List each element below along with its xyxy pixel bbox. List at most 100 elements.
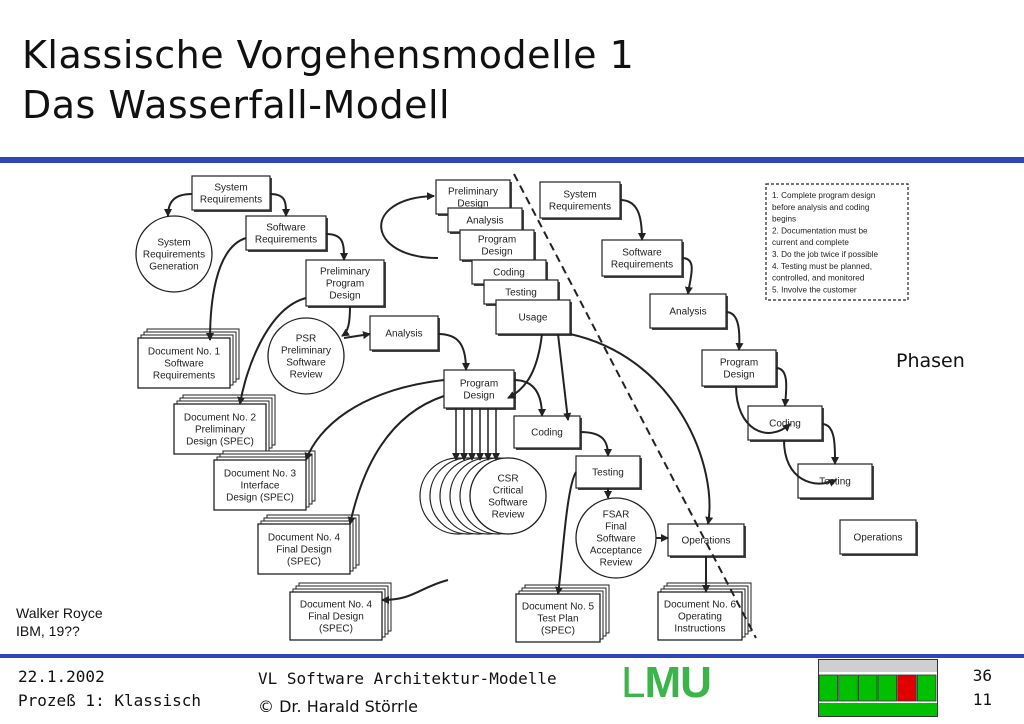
arrow-progdesign-doc3 [304,379,445,461]
document-1-text: Requirements [153,371,215,382]
stack-card-2-text: Program [478,235,516,246]
box-program-design-text: Program [460,379,498,390]
document-6-text: Test Plan [537,614,578,625]
document-2-text: Design (SPEC) [186,437,254,448]
phase-arrow-back-1 [735,385,791,434]
circle-fsar-text: Final [605,522,627,533]
phase-0-text: System [563,190,596,201]
progress-bottom-bar [819,703,937,716]
footer-author: © Dr. Harald Störrle [258,697,418,716]
box-program-design-text: Design [463,391,494,402]
caption-org: IBM, 19?? [16,623,80,639]
circle-csr-text: Critical [493,486,524,497]
document-1-text: Document No. 1 [148,347,221,358]
arrow-analysis-progdesign [437,333,470,371]
document-4-text: Document No. 4 [268,533,341,544]
notes-line: before analysis and coding [772,203,870,212]
document-7-text: Instructions [674,624,725,635]
box-operations: Operations [667,523,746,558]
phase-arrow-back-2 [783,439,837,487]
circle-system-req-generation-text: Generation [149,262,198,273]
progress-segment [877,674,898,702]
arrow-psr-analysis [343,331,371,340]
phase-6-text: Operations [854,533,903,544]
stack-card-0-text: Design [457,199,488,210]
box-operations-text: Operations [682,536,731,547]
document-3-text: Interface [241,481,280,492]
circle-csr-text: Review [492,510,526,521]
phase-6: Operations [839,519,918,556]
phase-arrow-2 [725,311,744,351]
document-2-text: Preliminary [195,425,245,436]
caption-author: Walker Royce [16,605,103,621]
box-analysis: Analysis [369,315,440,352]
waterfall-diagram: SystemRequirementsSoftwareRequirementsSy… [135,173,918,643]
arrow-prelim-doc2 [237,297,307,405]
notes-line: current and complete [772,238,849,247]
circle-psr-text: Preliminary [281,346,331,357]
box-system-requirements-text: Requirements [200,195,262,206]
document-4-text: (SPEC) [287,557,321,568]
lmu-logo-mu: MU [644,658,711,707]
box-testing: Testing [575,455,642,490]
stack-card-3-text: Coding [493,268,525,279]
top-divider [0,157,1024,163]
circle-fsar-text: Software [596,534,636,545]
phase-arrow-0 [619,199,646,241]
slide-title: Klassische Vorgehensmodelle 1 Das Wasser… [22,30,634,130]
document-6-text: (SPEC) [541,626,575,637]
arrow-usage-progdesign [507,333,543,399]
page-number-section: 11 [972,690,992,709]
document-5-text: Final Design [308,612,364,623]
box-coding: Coding [513,415,582,450]
arrow-usage-coding [557,333,572,421]
document-6-text: Document No. 5 [522,602,595,613]
box-software-requirements-text: Requirements [255,235,317,246]
circle-csr-text: Software [488,498,528,509]
document-1-text: Software [164,359,204,370]
lmu-logo-l: L [621,658,646,707]
notes-line: 4. Testing must be planned, [772,262,872,271]
stack-card-5-text: Usage [519,313,548,324]
circle-fsar-text: FSAR [603,510,630,521]
circle-psr-text: PSR [296,334,317,345]
dashed-divider [513,173,757,639]
title-line-1: Klassische Vorgehensmodelle 1 [22,33,635,77]
arrow-sysreq-swreq [269,193,290,217]
document-3-text: Design (SPEC) [226,493,294,504]
box-preliminary-program-design-text: Program [326,279,364,290]
notes-box: 1. Complete program design before analys… [765,183,909,301]
progress-segment [916,674,937,702]
stack-card-5: Usage [495,299,572,336]
progress-segment [838,674,858,702]
document-4-text: Final Design [276,545,332,556]
stack-card-2-text: Design [481,247,512,258]
title-line-2: Das Wasserfall-Modell [22,83,451,127]
notes-line: 1. Complete program design [772,191,876,200]
phasen-label: Phasen [896,350,965,372]
arrow-progdesign-coding [513,379,546,417]
phase-3-text: Design [723,370,754,381]
progress-segment [857,674,878,702]
stack-card-0-text: Preliminary [448,187,498,198]
circle-psr-text: Software [286,358,326,369]
notes-line: 5. Involve the customer [772,285,857,294]
phase-2-text: Analysis [669,307,706,318]
progress-segment [897,674,917,702]
